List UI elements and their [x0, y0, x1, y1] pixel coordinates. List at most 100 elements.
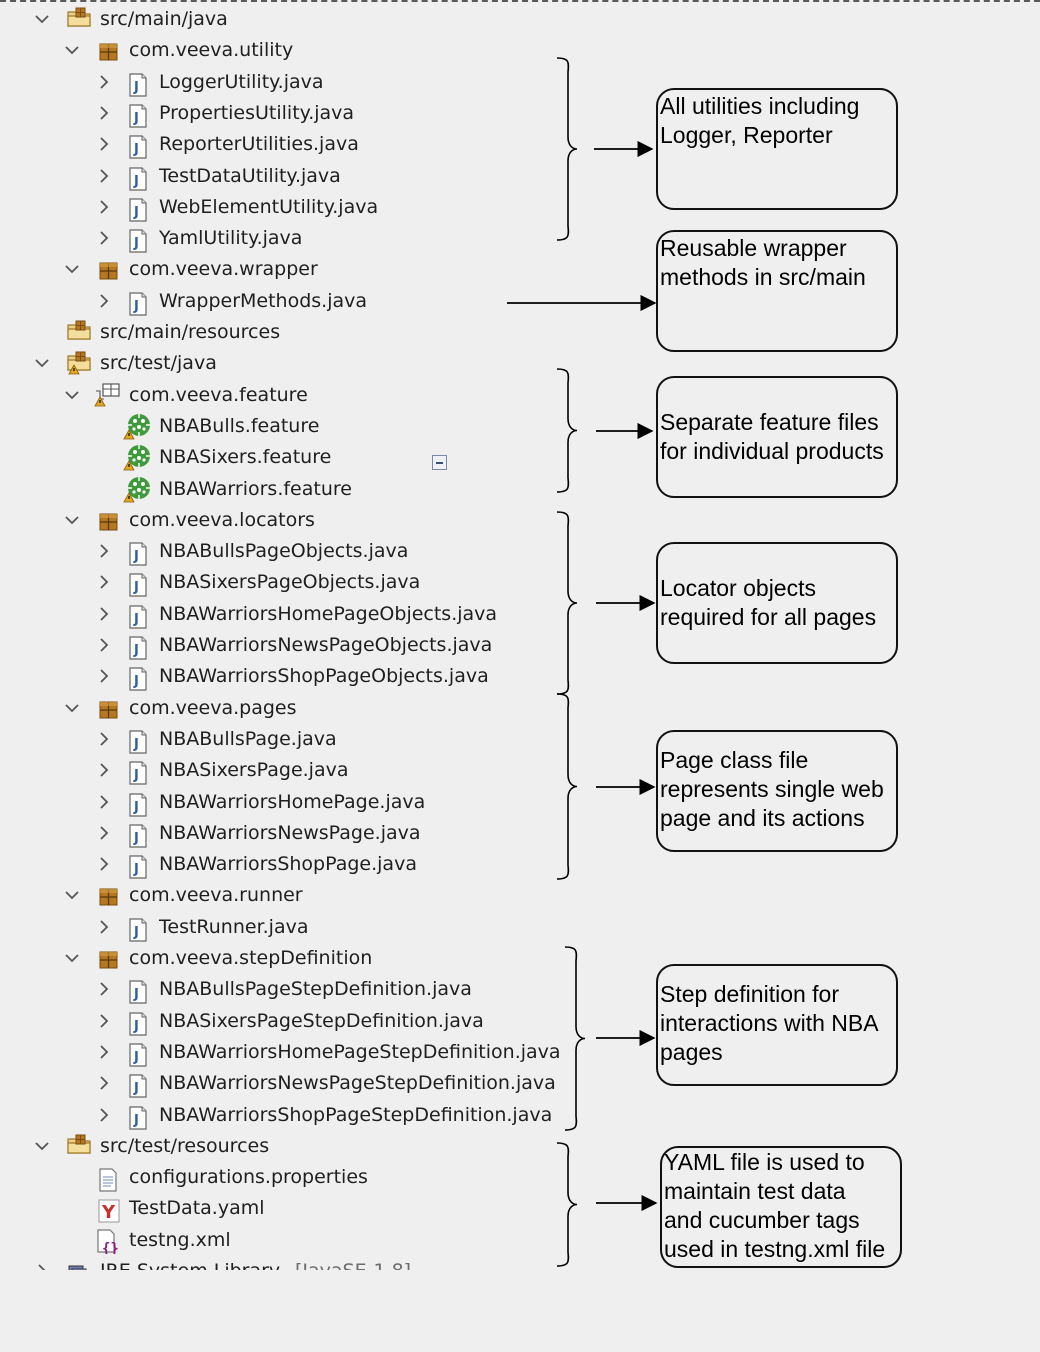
- tree-item[interactable]: com.veeva.locators: [0, 505, 600, 536]
- chevron-right-icon[interactable]: [96, 192, 112, 223]
- chevron-right-icon[interactable]: [96, 724, 112, 755]
- tree-item[interactable]: {}testng.xml: [0, 1225, 600, 1257]
- svg-text:J: J: [133, 737, 139, 752]
- chevron-right-icon[interactable]: [96, 536, 112, 567]
- tree-item-label: src/main/resources: [100, 321, 281, 343]
- svg-text:J: J: [133, 831, 139, 846]
- chevron-right-icon[interactable]: [96, 661, 112, 692]
- chevron-down-icon[interactable]: [64, 943, 80, 974]
- collapse-all-icon[interactable]: [432, 455, 447, 470]
- chevron-down-icon[interactable]: [64, 380, 80, 411]
- chevron-down-icon[interactable]: [64, 35, 80, 66]
- svg-text:J: J: [133, 174, 139, 189]
- chevron-right-icon[interactable]: [96, 755, 112, 786]
- java-file-icon: J: [128, 761, 150, 785]
- tree-item[interactable]: src/main/java: [0, 4, 600, 35]
- tree-item[interactable]: com.veeva.wrapper: [0, 254, 600, 285]
- chevron-right-icon[interactable]: [96, 599, 112, 630]
- tree-item[interactable]: JRE System Library[JavaSE-1.8]: [0, 1256, 600, 1272]
- chevron-right-icon[interactable]: [96, 912, 112, 943]
- tree-item-label: NBASixers.feature: [159, 446, 332, 469]
- brace-utilities: [556, 57, 578, 241]
- tree-item-label: NBABullsPageStepDefinition.java: [159, 978, 472, 1001]
- tree-item[interactable]: NBAWarriors.feature: [0, 474, 600, 505]
- tree-item[interactable]: src/test/resources: [0, 1131, 600, 1162]
- java-file-icon: J: [128, 292, 150, 316]
- chevron-right-icon[interactable]: [96, 98, 112, 129]
- chevron-right-icon[interactable]: [96, 1037, 112, 1068]
- chevron-right-icon[interactable]: [96, 1068, 112, 1099]
- java-file-icon: J: [128, 573, 150, 597]
- chevron-right-icon[interactable]: [96, 630, 112, 661]
- chevron-right-icon[interactable]: [96, 567, 112, 598]
- chevron-down-icon[interactable]: [64, 505, 80, 536]
- tree-item[interactable]: configurations.properties: [0, 1162, 600, 1193]
- chevron-down-icon[interactable]: [34, 4, 50, 35]
- chevron-right-icon[interactable]: [96, 849, 112, 880]
- tree-item[interactable]: com.veeva.pages: [0, 693, 600, 724]
- tree-item[interactable]: NBASixers.feature: [0, 442, 600, 473]
- chevron-right-icon[interactable]: [96, 1100, 112, 1131]
- chevron-right-icon[interactable]: [96, 974, 112, 1005]
- tree-item[interactable]: com.veeva.stepDefinition: [0, 943, 600, 974]
- chevron-down-icon[interactable]: [64, 254, 80, 285]
- tree-item[interactable]: J NBASixersPageStepDefinition.java: [0, 1006, 600, 1037]
- chevron-right-icon[interactable]: [96, 286, 112, 317]
- tree-item[interactable]: NBABulls.feature: [0, 411, 600, 442]
- chevron-right-icon[interactable]: [96, 1006, 112, 1037]
- chevron-right-icon[interactable]: [96, 161, 112, 192]
- tree-item[interactable]: com.veeva.feature: [0, 380, 600, 411]
- annotation-box-yaml: YAML file is used to maintain test data …: [660, 1146, 902, 1268]
- tree-item-label: NBAWarriorsNewsPageStepDefinition.java: [159, 1072, 556, 1095]
- cucumber-icon: [122, 412, 150, 440]
- svg-text:J: J: [133, 580, 139, 595]
- chevron-right-icon[interactable]: [96, 787, 112, 818]
- tree-item[interactable]: com.veeva.runner: [0, 880, 600, 911]
- svg-text:J: J: [133, 1019, 139, 1034]
- chevron-down-icon[interactable]: [64, 693, 80, 724]
- tree-item-label: NBAWarriorsShopPageObjects.java: [159, 665, 489, 688]
- svg-text:J: J: [133, 925, 139, 940]
- chevron-right-icon[interactable]: [96, 223, 112, 254]
- tree-item-label: NBASixersPageStepDefinition.java: [159, 1009, 484, 1032]
- svg-text:J: J: [133, 1113, 139, 1128]
- svg-text:J: J: [133, 987, 139, 1002]
- annotation-text-locators: Locator objects required for all pages: [660, 575, 877, 630]
- tree-item[interactable]: J NBABullsPageStepDefinition.java: [0, 974, 600, 1005]
- tree-item[interactable]: com.veeva.utility: [0, 35, 600, 66]
- annotation-box-utilities: All utilities including Logger, Reporter: [656, 88, 898, 210]
- chevron-down-icon[interactable]: [34, 1131, 50, 1162]
- chevron-down-icon[interactable]: [64, 880, 80, 911]
- tree-item[interactable]: src/test/java: [0, 348, 600, 379]
- tree-item-label: com.veeva.utility: [129, 39, 294, 62]
- chevron-down-icon[interactable]: [34, 348, 50, 379]
- tree-item[interactable]: src/main/resources: [0, 317, 600, 348]
- svg-text:J: J: [133, 1050, 139, 1065]
- chevron-right-icon[interactable]: [96, 129, 112, 160]
- svg-text:J: J: [133, 236, 139, 251]
- chevron-right-icon[interactable]: [96, 818, 112, 849]
- chevron-right-icon[interactable]: [96, 67, 112, 98]
